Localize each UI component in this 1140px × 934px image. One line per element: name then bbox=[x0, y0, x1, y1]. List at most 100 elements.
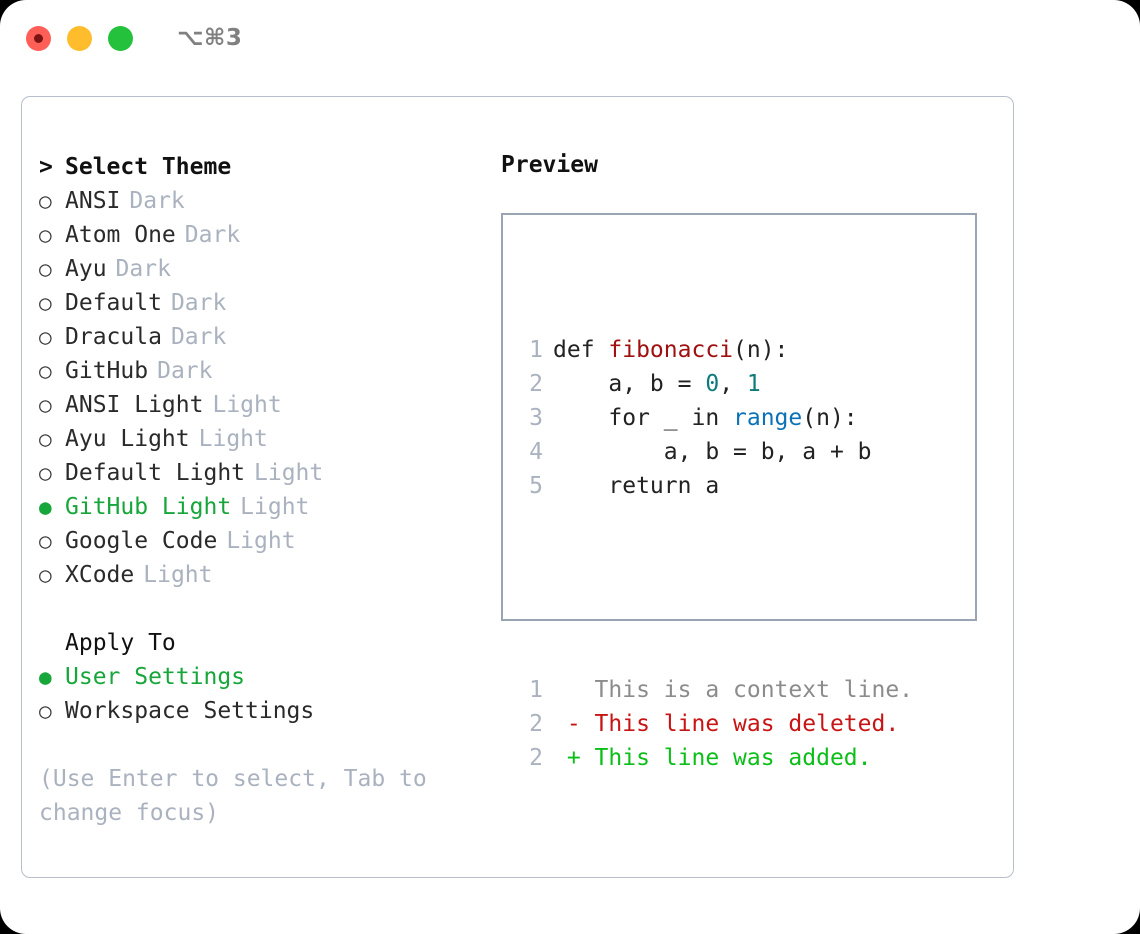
diff-line: 2 - This line was deleted. bbox=[517, 707, 913, 741]
apply-to-header: Apply To bbox=[39, 626, 489, 660]
line-number: 5 bbox=[529, 473, 543, 499]
radio-unselected-icon[interactable]: ○ bbox=[39, 563, 52, 587]
radio-unselected-icon[interactable]: ○ bbox=[39, 257, 52, 281]
title-bar: ⌥⌘3 bbox=[0, 0, 1140, 76]
preview-title: Preview bbox=[501, 152, 598, 178]
radio-unselected-icon[interactable]: ○ bbox=[39, 699, 52, 723]
keyboard-hint-text: (Use Enter to select, Tab to change focu… bbox=[39, 766, 427, 826]
theme-list-item[interactable]: ○ Default Dark bbox=[39, 286, 489, 320]
apply-to-name: User Settings bbox=[65, 664, 246, 690]
radio-unselected-icon[interactable]: ○ bbox=[39, 461, 52, 485]
code-token-plain: a, b = bbox=[553, 371, 706, 397]
radio-unselected-icon[interactable]: ○ bbox=[39, 223, 52, 247]
diff-line: 2 + This line was added. bbox=[517, 741, 913, 775]
radio-unselected-icon[interactable]: ○ bbox=[39, 189, 52, 213]
code-token-plain: (n): bbox=[802, 405, 858, 431]
theme-name: Dracula bbox=[65, 324, 162, 350]
radio-selected-icon[interactable]: ● bbox=[39, 495, 52, 519]
maximize-window-icon[interactable] bbox=[108, 25, 133, 51]
theme-variant-tag: Dark bbox=[170, 290, 227, 316]
minimize-window-icon[interactable] bbox=[67, 25, 92, 51]
radio-unselected-icon[interactable]: ○ bbox=[39, 325, 52, 349]
theme-variant-tag: Light bbox=[143, 562, 213, 588]
code-token-add: + This line was added. bbox=[553, 745, 872, 771]
radio-unselected-icon[interactable]: ○ bbox=[39, 529, 52, 553]
code-token-num: 0 bbox=[705, 371, 720, 397]
theme-list-item[interactable]: ○ Atom One Dark bbox=[39, 218, 489, 252]
apply-to-item[interactable]: ● User Settings bbox=[39, 660, 489, 694]
window-controls bbox=[26, 25, 133, 51]
apply-to-label: Apply To bbox=[65, 630, 176, 656]
theme-name: Ayu bbox=[65, 256, 107, 282]
line-number: 3 bbox=[529, 405, 543, 431]
theme-list-item[interactable]: ○ Dracula Dark bbox=[39, 320, 489, 354]
code-token-del: - This line was deleted. bbox=[553, 711, 900, 737]
theme-variant-tag: Light bbox=[254, 460, 324, 486]
line-number: 2 bbox=[529, 371, 543, 397]
theme-name: Ayu Light bbox=[65, 426, 190, 452]
radio-unselected-icon[interactable]: ○ bbox=[39, 427, 52, 451]
apply-to-list: ● User Settings ○Workspace Settings bbox=[39, 660, 489, 728]
code-diff-gap bbox=[517, 571, 913, 605]
theme-list-item[interactable]: ○ ANSI Light Light bbox=[39, 388, 489, 422]
theme-list-item[interactable]: ○ Ayu Light Light bbox=[39, 422, 489, 456]
theme-list-item[interactable]: ○ XCode Light bbox=[39, 558, 489, 592]
code-line: 2 a, b = 0, 1 bbox=[517, 367, 913, 401]
theme-variant-tag: Dark bbox=[129, 188, 185, 214]
code-line: 4 a, b = b, a + b bbox=[517, 435, 913, 469]
radio-selected-icon[interactable]: ● bbox=[39, 665, 52, 689]
apply-to-item[interactable]: ○Workspace Settings bbox=[39, 694, 489, 728]
close-window-icon[interactable] bbox=[26, 25, 51, 51]
code-line: 5 return a bbox=[517, 469, 913, 503]
theme-variant-tag: Dark bbox=[157, 358, 213, 384]
line-number: 2 bbox=[529, 745, 543, 771]
code-token-ctx: This is a context line. bbox=[553, 677, 914, 703]
code-token-plain: (n): bbox=[733, 337, 789, 363]
radio-unselected-icon[interactable]: ○ bbox=[39, 393, 52, 417]
code-token-num: 1 bbox=[746, 371, 761, 397]
theme-name: XCode bbox=[65, 562, 135, 588]
theme-variant-tag: Dark bbox=[170, 324, 227, 350]
theme-name: Default bbox=[65, 290, 162, 316]
radio-unselected-icon[interactable]: ○ bbox=[39, 359, 52, 383]
theme-variant-tag: Light bbox=[198, 426, 268, 452]
theme-name: Atom One bbox=[65, 222, 176, 248]
theme-variant-tag: Dark bbox=[184, 222, 241, 248]
line-number: 4 bbox=[529, 439, 543, 465]
theme-list-item[interactable]: ○ Ayu Dark bbox=[39, 252, 489, 286]
code-token-plain: for _ in bbox=[553, 405, 734, 431]
line-number: 1 bbox=[529, 677, 543, 703]
theme-name: GitHub Light bbox=[65, 494, 232, 520]
line-number: 1 bbox=[529, 337, 543, 363]
select-theme-header: > Select Theme bbox=[39, 150, 489, 184]
theme-variant-tag: Dark bbox=[115, 256, 171, 282]
theme-variant-tag: Light bbox=[226, 528, 296, 554]
diff-line: 1 This is a context line. bbox=[517, 673, 913, 707]
theme-name: ANSI bbox=[65, 188, 121, 214]
radio-unselected-icon[interactable]: ○ bbox=[39, 291, 52, 315]
theme-list-item[interactable]: ○ ANSI Dark bbox=[39, 184, 489, 218]
line-number: 2 bbox=[529, 711, 543, 737]
theme-variant-tag: Light bbox=[212, 392, 282, 418]
theme-variant-tag: Light bbox=[240, 494, 310, 520]
code-token-plain: def bbox=[553, 337, 609, 363]
code-line: 3 for _ in range(n): bbox=[517, 401, 913, 435]
diff-block: 1 This is a context line.2 - This line w… bbox=[517, 673, 913, 775]
theme-name: ANSI Light bbox=[65, 392, 204, 418]
theme-list-item[interactable]: ● GitHub Light Light bbox=[39, 490, 489, 524]
caret-icon: > bbox=[39, 154, 53, 180]
code-token-call: range bbox=[733, 405, 803, 431]
keyboard-shortcut-label: ⌥⌘3 bbox=[177, 25, 243, 51]
